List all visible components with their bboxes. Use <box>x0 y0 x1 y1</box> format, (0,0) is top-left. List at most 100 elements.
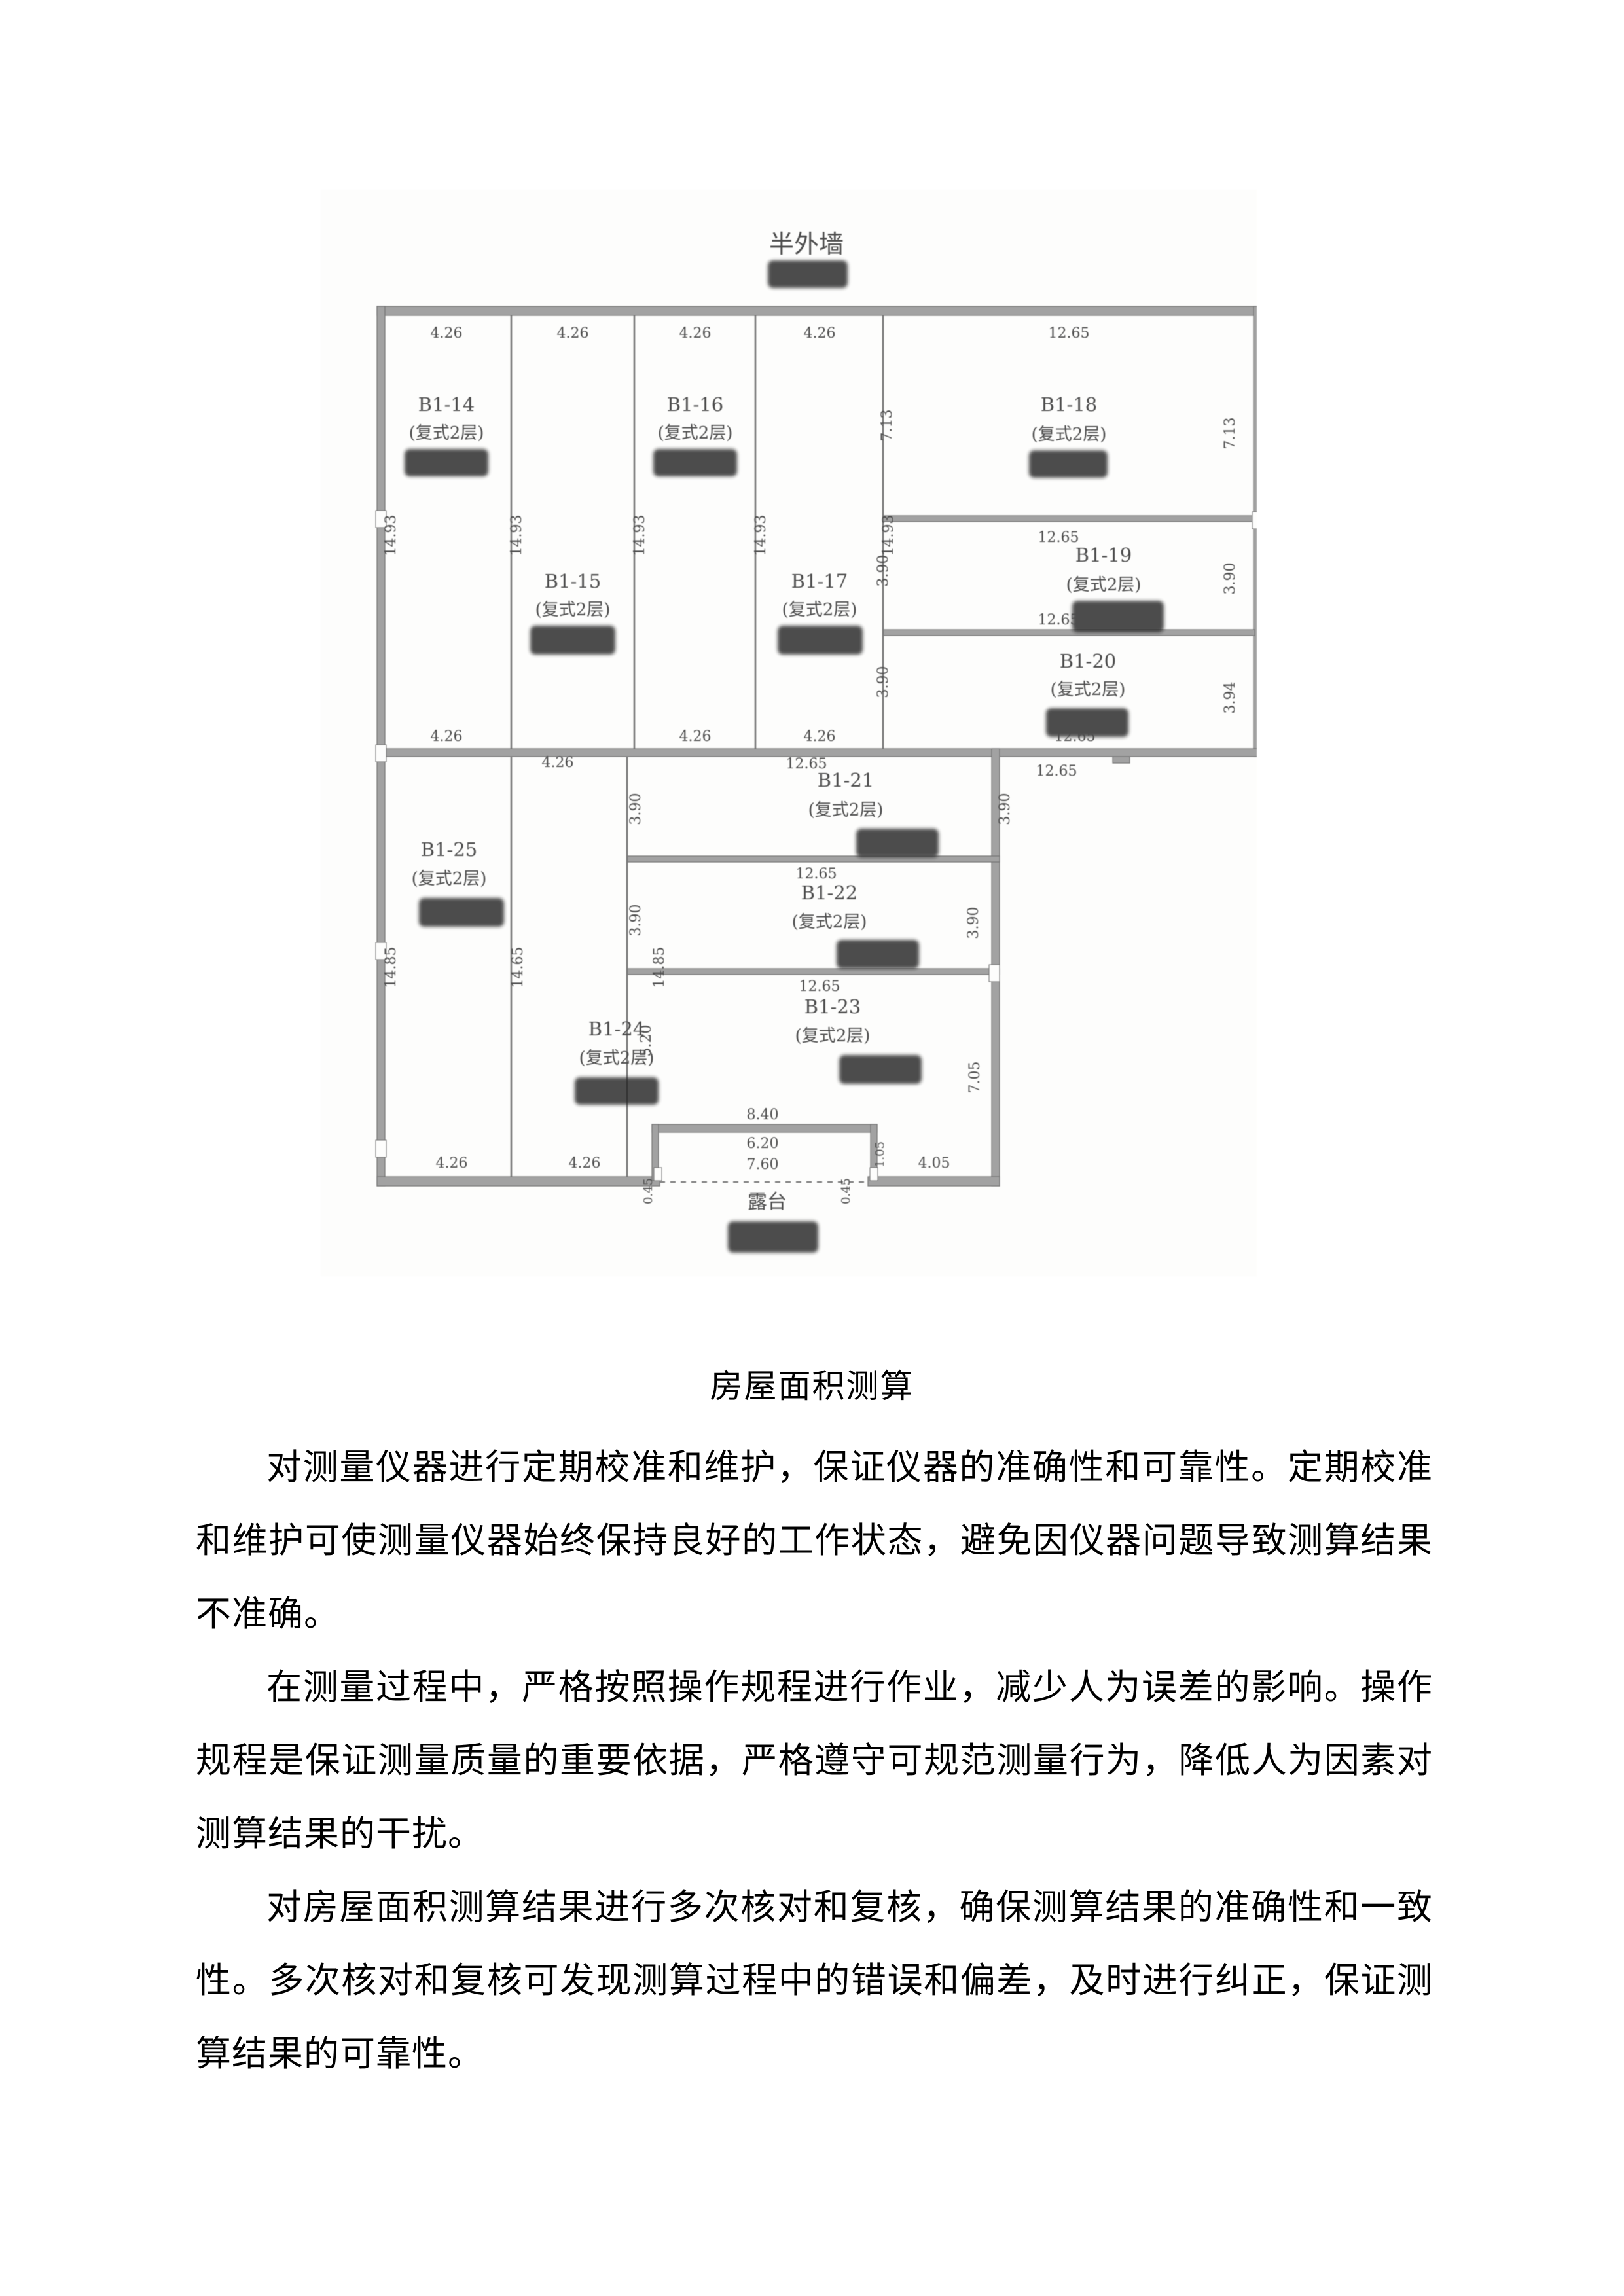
redacted-area-smudge <box>1072 601 1164 632</box>
dim-label: 4.26 <box>431 325 463 342</box>
unit-id-label: B1-21 <box>818 769 874 791</box>
plan-title: 半外墙 <box>769 230 844 259</box>
wall-opening-notch <box>869 1167 878 1181</box>
dim-label: 14.85 <box>651 947 668 988</box>
wall-opening-notch <box>653 1167 662 1181</box>
dim-label: 4.26 <box>557 325 589 342</box>
dim-label: 0.45 <box>641 1178 655 1204</box>
dim-label: 4.26 <box>804 728 836 745</box>
plan-wall <box>651 1124 878 1133</box>
dim-label: 4.26 <box>569 1155 601 1172</box>
unit-type-label: (复式2层) <box>579 1049 655 1068</box>
unit-type-label: (复式2层) <box>1051 680 1126 700</box>
unit-id-label: B1-24 <box>588 1018 645 1040</box>
dim-label: 12.65 <box>786 756 827 772</box>
dim-label: 14.85 <box>383 947 399 988</box>
dim-label: 12.65 <box>1038 529 1079 546</box>
wall-opening-notch <box>1252 511 1263 529</box>
dim-label: 3.90 <box>1222 563 1238 595</box>
floorplan-svg: 半外墙 4.26 4.26 4.26 4.26 12.65 14.93 14.93 14.93 1… <box>321 190 1263 1276</box>
dim-label: 14.65 <box>510 947 526 988</box>
dim-label: 4.26 <box>436 1155 468 1172</box>
dim-label: 4.26 <box>679 325 712 342</box>
redacted-area-smudge <box>1029 450 1108 478</box>
dim-label: 7.05 <box>967 1062 983 1094</box>
dim-label: 4.05 <box>918 1155 950 1172</box>
unit-id-label: B1-15 <box>545 570 601 592</box>
unit-id-label: B1-19 <box>1075 544 1132 566</box>
redacted-area-smudge <box>530 626 615 655</box>
dim-label: 12.65 <box>1055 728 1096 745</box>
redacted-area-smudge <box>419 898 504 927</box>
dim-label: 1.05 <box>873 1141 887 1168</box>
plan-wall <box>882 515 1255 522</box>
body-paragraph: 在测量过程中，严格按照操作规程进行作业，减少人为误差的影响。操作规程是保证测量质… <box>196 1668 1433 1854</box>
wall-opening-notch <box>375 744 387 762</box>
dim-label: 4.26 <box>431 728 463 745</box>
unit-id-label: B1-23 <box>804 996 861 1018</box>
redacted-area-smudge <box>839 1055 922 1084</box>
dim-label: 4.26 <box>542 755 574 771</box>
dim-label: 7.60 <box>747 1157 779 1173</box>
body-text: 对测量仪器进行定期校准和维护，保证仪器的准确性和可靠性。定期校准和维护可使测量仪… <box>196 1431 1433 2090</box>
unit-type-label: (复式2层) <box>782 600 857 620</box>
dim-label: 3.94 <box>1222 682 1238 714</box>
dim-label: 3.90 <box>875 666 892 698</box>
redacted-area-smudge <box>768 260 848 288</box>
wall-opening-notch <box>375 1139 387 1158</box>
unit-id-label: B1-16 <box>667 393 723 416</box>
body-paragraph: 对测量仪器进行定期校准和维护，保证仪器的准确性和可靠性。定期校准和维护可使测量仪… <box>196 1448 1433 1634</box>
dim-label: 3.90 <box>628 793 644 825</box>
dim-label: 12.65 <box>799 978 840 995</box>
dim-label: 3.90 <box>997 793 1013 825</box>
unit-id-label: B1-20 <box>1060 650 1116 672</box>
redacted-area-smudge <box>778 626 863 655</box>
unit-type-label: (复式2层) <box>658 423 733 443</box>
unit-type-label: (复式2层) <box>795 1026 871 1046</box>
dim-label: 5.20 <box>638 1025 655 1057</box>
dim-label: 3.90 <box>965 907 982 939</box>
unit-type-label: (复式2层) <box>1066 575 1142 595</box>
dim-label: 7.13 <box>1222 418 1238 450</box>
wall-opening-notch <box>988 964 1000 982</box>
redacted-area-smudge <box>856 829 939 857</box>
wall-opening-notch <box>375 942 387 960</box>
dim-label: 4.26 <box>679 728 712 745</box>
terrace-label: 露台 <box>748 1191 787 1213</box>
unit-id-label: B1-22 <box>801 882 857 904</box>
dim-label: 6.20 <box>747 1136 779 1152</box>
unit-id-label: B1-25 <box>421 838 477 861</box>
dim-label: 14.93 <box>880 515 897 556</box>
plan-wall <box>376 306 1262 316</box>
redacted-area-smudge <box>653 449 737 476</box>
unit-type-label: (复式2层) <box>409 423 484 443</box>
plan-wall <box>626 855 1000 863</box>
figure-caption: 房屋面积测算 <box>710 1368 914 1405</box>
dim-label: 7.13 <box>879 410 895 442</box>
plan-wall <box>1253 306 1262 757</box>
plan-wall <box>1112 756 1130 764</box>
dim-label: 14.93 <box>753 515 769 556</box>
dim-label: 14.93 <box>383 515 399 556</box>
dim-label: 4.26 <box>804 325 836 342</box>
unit-type-label: (复式2层) <box>1032 425 1107 444</box>
unit-type-label: (复式2层) <box>792 912 867 932</box>
floorplan-figure: 半外墙 4.26 4.26 4.26 4.26 12.65 14.93 14.93 14.93 1… <box>321 190 1263 1276</box>
wall-opening-notch <box>375 510 387 528</box>
redacted-area-smudge <box>405 449 488 476</box>
dim-label: 12.65 <box>1038 612 1079 628</box>
unit-type-label: (复式2层) <box>412 869 487 889</box>
dim-label: 12.65 <box>1049 325 1090 342</box>
unit-type-label: (复式2层) <box>535 600 611 620</box>
dim-label: 3.90 <box>875 555 892 587</box>
body-paragraph: 对房屋面积测算结果进行多次核对和复核，确保测算结果的准确性和一致性。多次核对和复… <box>196 1888 1433 2073</box>
plan-wall <box>376 1176 660 1187</box>
dim-label: 8.40 <box>747 1107 779 1123</box>
redacted-area-smudge <box>728 1221 818 1253</box>
redacted-area-smudge <box>575 1077 659 1105</box>
unit-id-label: B1-17 <box>791 570 848 592</box>
unit-id-label: B1-18 <box>1041 393 1097 416</box>
dim-label: 12.65 <box>1036 763 1077 780</box>
unit-type-label: (复式2层) <box>808 800 884 820</box>
